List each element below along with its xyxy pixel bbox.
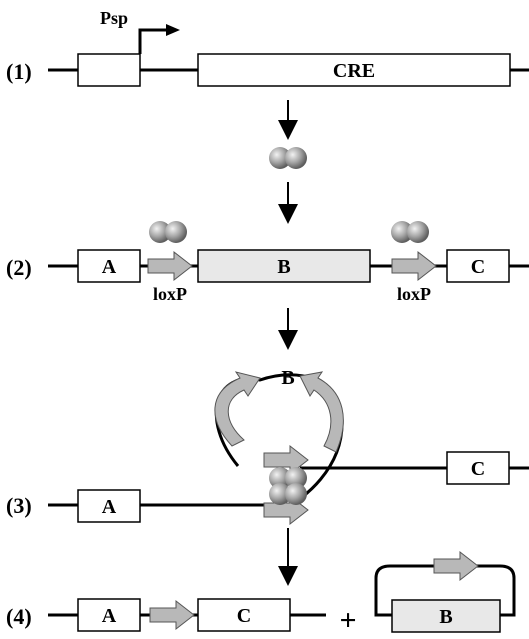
segment-a-box [77, 598, 141, 632]
loxp-arrow-icon [214, 371, 261, 447]
step-2-label: (2) [6, 255, 32, 280]
step-1-construct: (1) CRE Psp [6, 8, 529, 87]
loxp-label-left: loxP [153, 284, 187, 304]
step-3-synapse: (3) A C B [6, 367, 529, 525]
cre-protein-dimer-icon [391, 221, 429, 243]
segment-a-label: A [102, 496, 117, 518]
segment-a-box [77, 249, 141, 283]
promoter-arrow-icon [138, 28, 168, 54]
segment-b-box [197, 249, 371, 283]
segment-c-box [446, 249, 510, 283]
segment-b-label: B [281, 367, 294, 389]
plus-sign: + [339, 604, 356, 637]
segment-a-label: A [102, 256, 117, 278]
segment-b-label: B [439, 606, 452, 628]
loxp-label-right: loxP [397, 284, 431, 304]
segment-c-label: C [237, 605, 251, 627]
loxp-arrow-icon [149, 600, 195, 630]
loxp-arrow-icon [391, 251, 437, 281]
step-3-label: (3) [6, 493, 32, 518]
cre-gene-label: CRE [333, 60, 375, 82]
cre-gene-box [197, 53, 511, 87]
step-4-products: (4) A C + B [6, 551, 516, 637]
step-1-label: (1) [6, 59, 32, 84]
segment-a-box [77, 489, 141, 523]
cre-protein-tetramer-icon [269, 467, 307, 505]
cre-protein-dimer-icon [149, 221, 187, 243]
segment-c-box [446, 451, 510, 485]
promoter-label: Psp [100, 8, 128, 28]
segment-b-label: B [277, 256, 290, 278]
segment-c-label: C [471, 256, 485, 278]
segment-c-label: C [471, 458, 485, 480]
segment-a-label: A [102, 605, 117, 627]
promoter-box [77, 53, 141, 87]
step-4-label: (4) [6, 604, 32, 629]
segment-c-box [197, 598, 291, 632]
loxp-arrow-icon [433, 551, 479, 581]
segment-b-box [391, 599, 501, 633]
step-2-construct: (2) A loxP B loxP C [6, 221, 529, 304]
loxp-arrow-icon [147, 251, 193, 281]
cre-protein-dimer-icon [269, 147, 307, 169]
loxp-arrow-icon [299, 371, 344, 453]
promoter-arrowhead-icon [166, 24, 180, 36]
